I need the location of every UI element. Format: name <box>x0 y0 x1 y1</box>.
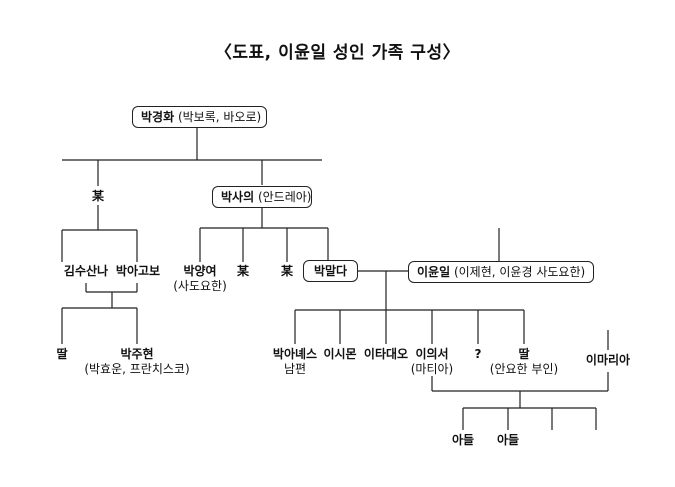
node-lee-simon: 이시몬 <box>318 347 362 362</box>
node-alias: (박효운, 프란치스코) <box>84 362 190 376</box>
node-name: 이타대오 <box>363 347 409 361</box>
node-alias: 남편 <box>283 362 307 376</box>
node-name: 이의서 <box>415 347 449 361</box>
node-alias: (안드레아) <box>257 190 312 204</box>
node-name: 박아고보 <box>115 264 161 278</box>
node-mo-1: 某 <box>88 189 108 204</box>
node-name: 이윤일 <box>417 265 451 279</box>
node-lee-yunil: 이윤일 (이제현, 이윤경 사도요한) <box>408 261 594 283</box>
node-name: ? <box>474 347 482 361</box>
node-name: 딸 <box>518 347 530 361</box>
node-name: 박아녜스 <box>272 347 318 361</box>
node-lee-maria: 이마리아 <box>580 353 636 368</box>
node-park-agobo: 박아고보 <box>112 264 164 279</box>
node-name: 박양여 <box>183 264 217 278</box>
node-name: 박사의 <box>221 190 255 204</box>
node-name: 딸 <box>56 347 68 361</box>
node-name: 某 <box>236 264 249 278</box>
node-park-juhyeon: 박주현 (박효운, 프란치스코) <box>77 347 197 377</box>
node-park-anesu: 박아녜스 남편 <box>265 347 325 377</box>
node-name: 아들 <box>451 433 475 447</box>
node-park-gyeonghwa: 박경화 (박보록, 바오로) <box>132 106 267 128</box>
node-mo-2: 某 <box>233 264 253 279</box>
node-name: 某 <box>280 264 293 278</box>
node-park-sauei: 박사의 (안드레아) <box>212 186 312 208</box>
node-name: 이시몬 <box>323 347 357 361</box>
node-alias: (안요한 부인) <box>489 362 559 376</box>
node-alias: (이제현, 이윤경 사도요한) <box>453 265 586 279</box>
node-name: 박주현 <box>120 347 154 361</box>
node-lee-tadaeo: 이타대오 <box>360 347 412 362</box>
node-son-1: 아들 <box>446 433 480 448</box>
node-ttal-1: 딸 <box>50 347 74 362</box>
node-name: 박경화 <box>141 110 175 124</box>
node-name: 이마리아 <box>585 353 631 367</box>
node-mo-3: 某 <box>277 264 297 279</box>
node-lee-euiseo: 이의서 (마티아) <box>406 347 458 377</box>
node-kim-susanna: 김수산나 <box>60 264 112 279</box>
node-name: 박말다 <box>313 264 348 278</box>
node-son-2: 아들 <box>491 433 525 448</box>
node-alias: (마티아) <box>410 362 454 376</box>
node-park-malda: 박말다 <box>303 260 358 282</box>
node-ttal-2: 딸 (안요한 부인) <box>484 347 564 377</box>
node-name: 김수산나 <box>63 264 109 278</box>
node-park-yangyeo: 박양여 (사도요한) <box>167 264 233 294</box>
node-alias: (사도요한) <box>173 279 227 293</box>
node-name: 某 <box>91 189 104 203</box>
node-unknown: ? <box>468 347 488 362</box>
node-name: 아들 <box>496 433 520 447</box>
node-alias: (박보록, 바오로) <box>177 110 262 124</box>
diagram-title: 〈도표, 이윤일 성인 가족 구성〉 <box>214 43 461 63</box>
